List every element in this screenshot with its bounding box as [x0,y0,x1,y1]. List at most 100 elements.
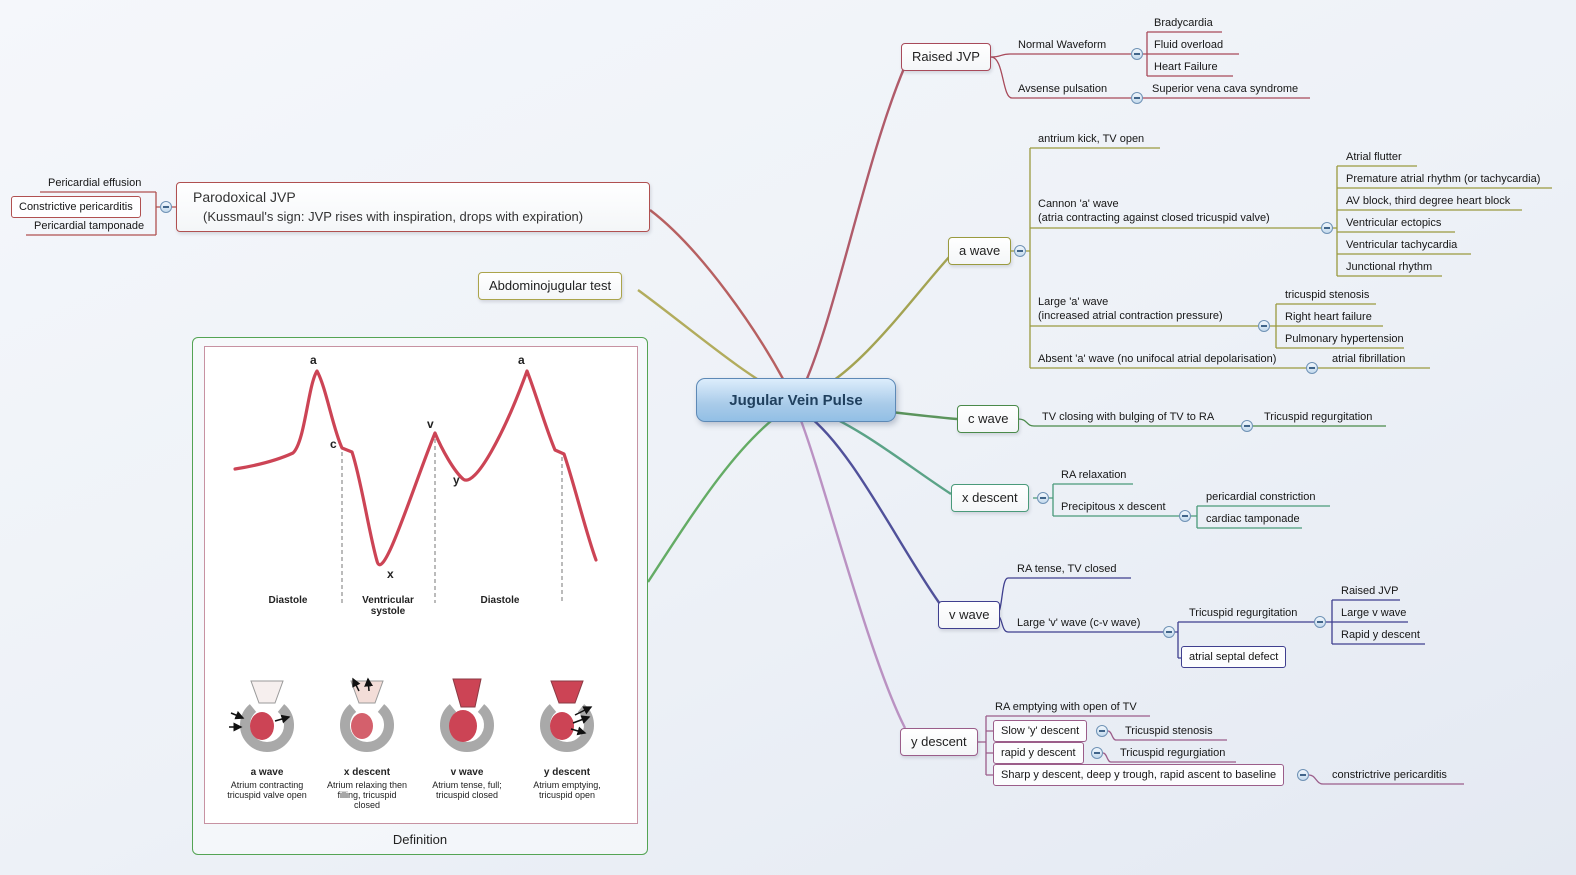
node-c-wave[interactable]: c wave [957,405,1020,433]
wave-label-a2: a [518,353,525,367]
node-x-descent[interactable]: x descent [951,484,1029,512]
heart-diagram-a-wave [229,680,294,752]
node-pericardial-effusion[interactable]: Pericardial effusion [48,177,142,189]
node-large-v-wave[interactable]: Large 'v' wave (c-v wave) [1017,617,1141,629]
collapse-icon-slow-y[interactable] [1096,725,1108,737]
node-fluid-overload[interactable]: Fluid overload [1154,39,1224,51]
node-atrial-septal-defect[interactable]: atrial septal defect [1181,646,1287,668]
node-heart-failure[interactable]: Heart Failure [1154,61,1218,73]
node-ra-relaxation[interactable]: RA relaxation [1061,469,1127,481]
collapse-icon-absent-a-wave[interactable] [1306,362,1318,374]
raised-jvp-links [800,31,1310,391]
collapse-icon-rapid-y[interactable] [1091,747,1103,759]
collapse-icon-absense-pulsation[interactable] [1131,92,1143,104]
collapse-icon-x-descent[interactable] [1037,492,1049,504]
collapse-icon-sharp-y[interactable] [1297,769,1309,781]
node-tv-closing[interactable]: TV closing with bulging of TV to RA [1042,411,1215,423]
node-slow-y-descent[interactable]: Slow 'y' descent [993,720,1088,742]
large-a-line2: (increased atrial contraction pressure) [1038,310,1223,322]
node-av-block[interactable]: AV block, third degree heart block [1346,195,1511,207]
heart-desc: tricuspid closed [435,790,499,800]
node-absense-pulsation[interactable]: Avsense pulsation [1018,83,1108,95]
node-large-a-wave[interactable]: Large 'a' wave (increased atrial contrac… [1036,295,1225,323]
collapse-icon-tv-closing[interactable] [1241,420,1253,432]
heart-desc: tricuspid open [538,790,596,800]
node-atrial-fibrillation[interactable]: atrial fibrillation [1332,353,1406,365]
a-wave-links [811,147,1552,395]
collapse-icon-a-wave[interactable] [1014,245,1026,257]
node-raised-jvp-child[interactable]: Raised JVP [1341,585,1399,597]
node-rapid-y-descent[interactable]: rapid y descent [993,742,1084,764]
cannon-line2: (atria contracting against closed tricus… [1038,212,1270,224]
node-rapid-y-descent-child[interactable]: Rapid y descent [1341,629,1420,641]
heart-title-v-wave: v wave [450,767,484,778]
heart-diagram-v-wave [440,678,494,752]
node-a-wave[interactable]: a wave [948,237,1012,265]
node-bradycardia[interactable]: Bradycardia [1154,17,1213,29]
node-paradoxical-jvp[interactable]: Parodoxical JVP (Kussmaul's sign: JVP ri… [176,182,650,232]
node-large-v-wave-child[interactable]: Large v wave [1341,607,1407,619]
definition-links [646,407,789,583]
node-pericardial-constriction[interactable]: pericardial constriction [1206,491,1316,503]
node-ventricular-tachycardia[interactable]: Ventricular tachycardia [1346,239,1458,251]
paradoxical-title: Parodoxical JVP [193,189,296,205]
collapse-icon-paradoxical[interactable] [160,201,172,213]
node-c-tricuspid-regurgitation[interactable]: Tricuspid regurgitation [1264,411,1373,423]
node-atrial-flutter[interactable]: Atrial flutter [1346,151,1402,163]
large-a-line1: Large 'a' wave [1038,296,1109,308]
node-y-tricuspid-regurgiation[interactable]: Tricuspid regurgiation [1120,747,1226,759]
wave-label-x: x [387,567,394,581]
node-absent-a-wave[interactable]: Absent 'a' wave (no unifocal atrial depo… [1038,353,1277,365]
node-premature-atrial-rhythm[interactable]: Premature atrial rhythm (or tachycardia) [1346,173,1541,185]
node-ra-tense[interactable]: RA tense, TV closed [1017,563,1117,575]
node-y-tricuspid-stenosis[interactable]: Tricuspid stenosis [1125,725,1213,737]
node-constrictive-pericarditis[interactable]: Constrictive pericarditis [11,196,141,218]
wave-label-y: y [453,473,460,487]
heart-diagram-x-descent [340,677,394,752]
heart-desc: Atrium relaxing then [326,780,408,790]
collapse-icon-normal-waveform[interactable] [1131,48,1143,60]
node-normal-waveform[interactable]: Normal Waveform [1018,39,1107,51]
collapse-icon-v-tricuspid-regurgitation[interactable] [1314,616,1326,628]
node-right-heart-failure[interactable]: Right heart failure [1285,311,1372,323]
node-ra-emptying[interactable]: RA emptying with open of TV [995,701,1137,713]
node-tricuspid-stenosis[interactable]: tricuspid stenosis [1285,289,1370,301]
node-pericardial-tamponade[interactable]: Pericardial tamponade [34,220,145,232]
node-sharp-y-descent[interactable]: Sharp y descent, deep y trough, rapid as… [993,764,1285,786]
heart-desc: closed [353,800,380,810]
heart-title-a-wave: a wave [250,767,284,778]
collapse-icon-precipitous[interactable] [1179,510,1191,522]
node-ventricular-ectopics[interactable]: Ventricular ectopics [1346,217,1442,229]
paradoxical-links [26,191,792,393]
central-topic[interactable]: Jugular Vein Pulse [696,378,896,422]
heart-desc: tricuspid valve open [227,790,307,800]
collapse-icon-cannon-a-wave[interactable] [1321,222,1333,234]
wave-label-v: v [427,417,434,431]
phase-systole: systole [370,606,406,617]
wave-label-a1: a [310,353,317,367]
node-v-wave[interactable]: v wave [938,601,1001,629]
node-cardiac-tamponade[interactable]: cardiac tamponade [1206,513,1300,525]
node-svc-syndrome[interactable]: Superior vena cava syndrome [1152,83,1299,95]
node-cannon-a-wave[interactable]: Cannon 'a' wave (atria contracting again… [1036,197,1272,225]
collapse-icon-large-v-wave[interactable] [1163,626,1175,638]
node-atrium-kick[interactable]: antrium kick, TV open [1038,133,1145,145]
node-junctional-rhythm[interactable]: Junctional rhythm [1346,261,1433,273]
heart-desc: Atrium contracting [230,780,304,790]
heart-diagram-y-descent [540,680,594,752]
jvp-pressure-curve [233,369,598,566]
node-pulmonary-hypertension[interactable]: Pulmonary hypertension [1285,333,1404,345]
node-precipitous-x-descent[interactable]: Precipitous x descent [1061,501,1166,513]
heart-desc: Atrium tense, full; [432,780,502,790]
cannon-line1: Cannon 'a' wave [1038,198,1119,210]
node-abdominojugular-test[interactable]: Abdominojugular test [478,272,623,300]
node-definition[interactable]: a c v y x a Diastole Ventricular systole… [192,337,648,855]
paradoxical-subtitle: (Kussmaul's sign: JVP rises with inspira… [203,209,584,224]
node-raised-jvp[interactable]: Raised JVP [901,43,991,71]
node-constrictive-pericarditis-y[interactable]: constrictrive pericarditis [1332,769,1447,781]
node-v-tricuspid-regurgitation[interactable]: Tricuspid regurgitation [1189,607,1298,619]
node-y-descent[interactable]: y descent [900,728,978,756]
collapse-icon-large-a-wave[interactable] [1258,320,1270,332]
